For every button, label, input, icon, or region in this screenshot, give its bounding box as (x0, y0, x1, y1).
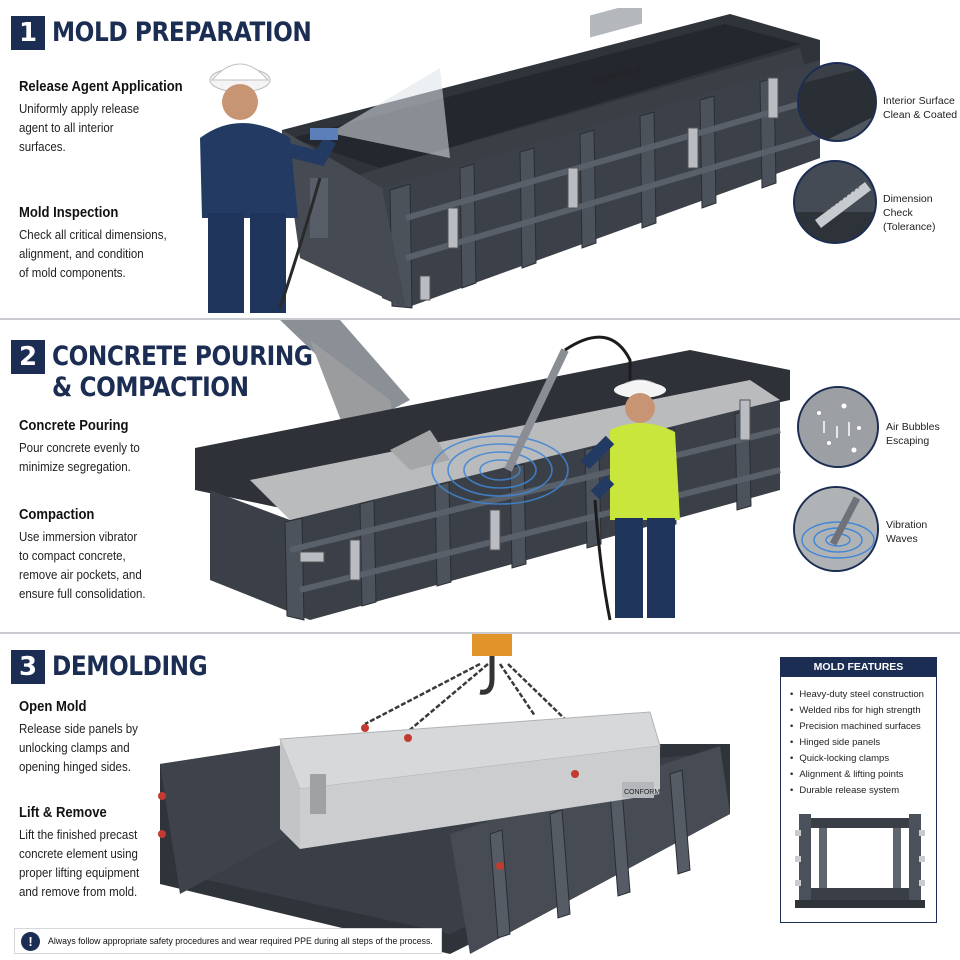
demolding-illustration: CONFORM (158, 634, 730, 954)
callout-vibration-waves: Vibration Waves (886, 519, 928, 545)
callout-interior-surface: Interior Surface Clean & Coated (883, 95, 958, 121)
features-title: MOLD FEATURES (781, 658, 936, 677)
subheading-open-mold: Open Mold (19, 699, 87, 715)
step-number-badge: 1 (11, 16, 45, 50)
section-mold-preparation: 1 MOLD PREPARATION Release Agent Applica… (0, 0, 960, 318)
list-item: Durable release system (790, 783, 936, 799)
section-title: DEMOLDING (52, 651, 208, 682)
subheading-release-agent: Release Agent Application (19, 79, 183, 95)
step-number-badge: 2 (11, 340, 45, 374)
subheading-mold-inspection: Mold Inspection (19, 205, 119, 221)
interior-surface-detail (797, 62, 877, 142)
vibration-waves-detail (793, 486, 879, 572)
worker-figure (200, 63, 338, 313)
section-title: MOLD PREPARATION (52, 17, 312, 48)
worker-figure (580, 379, 680, 621)
text-release-agent: Uniformly apply release agent to all int… (19, 102, 140, 154)
text-open-mold: Release side panels by unlocking clamps … (19, 722, 138, 774)
features-list: Heavy-duty steel construction Welded rib… (781, 677, 936, 799)
subheading-concrete-pouring: Concrete Pouring (19, 418, 129, 434)
concrete-pouring-illustration (195, 320, 790, 621)
text-lift-remove: Lift the finished precast concrete eleme… (19, 828, 140, 899)
text-concrete-pouring: Pour concrete evenly to minimize segrega… (19, 441, 140, 474)
text-compaction: Use immersion vibrator to compact concre… (19, 530, 146, 601)
mold-plate-label: CONFORM (624, 789, 660, 796)
section-title-line1: CONCRETE POURING (52, 341, 313, 372)
dimension-check-detail (793, 160, 877, 244)
list-item: Hinged side panels (790, 735, 936, 751)
step-number-badge: 3 (11, 650, 45, 684)
subheading-lift-remove: Lift & Remove (19, 805, 107, 821)
mold-preparation-illustration: CONFORM (200, 8, 821, 313)
callout-dimension-check: Dimension Check (Tolerance) (883, 193, 936, 233)
callout-air-bubbles: Air Bubbles Escaping (886, 421, 940, 447)
mold-features-panel: MOLD FEATURES Heavy-duty steel construct… (780, 657, 937, 923)
safety-note: ! Always follow appropriate safety proce… (14, 928, 442, 954)
text-mold-inspection: Check all critical dimensions, alignment… (19, 228, 167, 280)
safety-text: Always follow appropriate safety procedu… (48, 936, 433, 947)
air-bubbles-detail (797, 386, 879, 468)
list-item: Precision machined surfaces (790, 719, 936, 735)
section-concrete-pouring: 2 CONCRETE POURING & COMPACTION Concrete… (0, 320, 960, 632)
section-title-line2: & COMPACTION (52, 372, 249, 403)
list-item: Alignment & lifting points (790, 767, 936, 783)
section-divider (0, 318, 960, 320)
list-item: Heavy-duty steel construction (790, 687, 936, 703)
mold-cross-section-diagram (795, 814, 925, 908)
list-item: Welded ribs for high strength (790, 703, 936, 719)
alert-icon: ! (21, 932, 40, 951)
subheading-compaction: Compaction (19, 507, 95, 523)
section-divider (0, 632, 960, 634)
list-item: Quick-locking clamps (790, 751, 936, 767)
